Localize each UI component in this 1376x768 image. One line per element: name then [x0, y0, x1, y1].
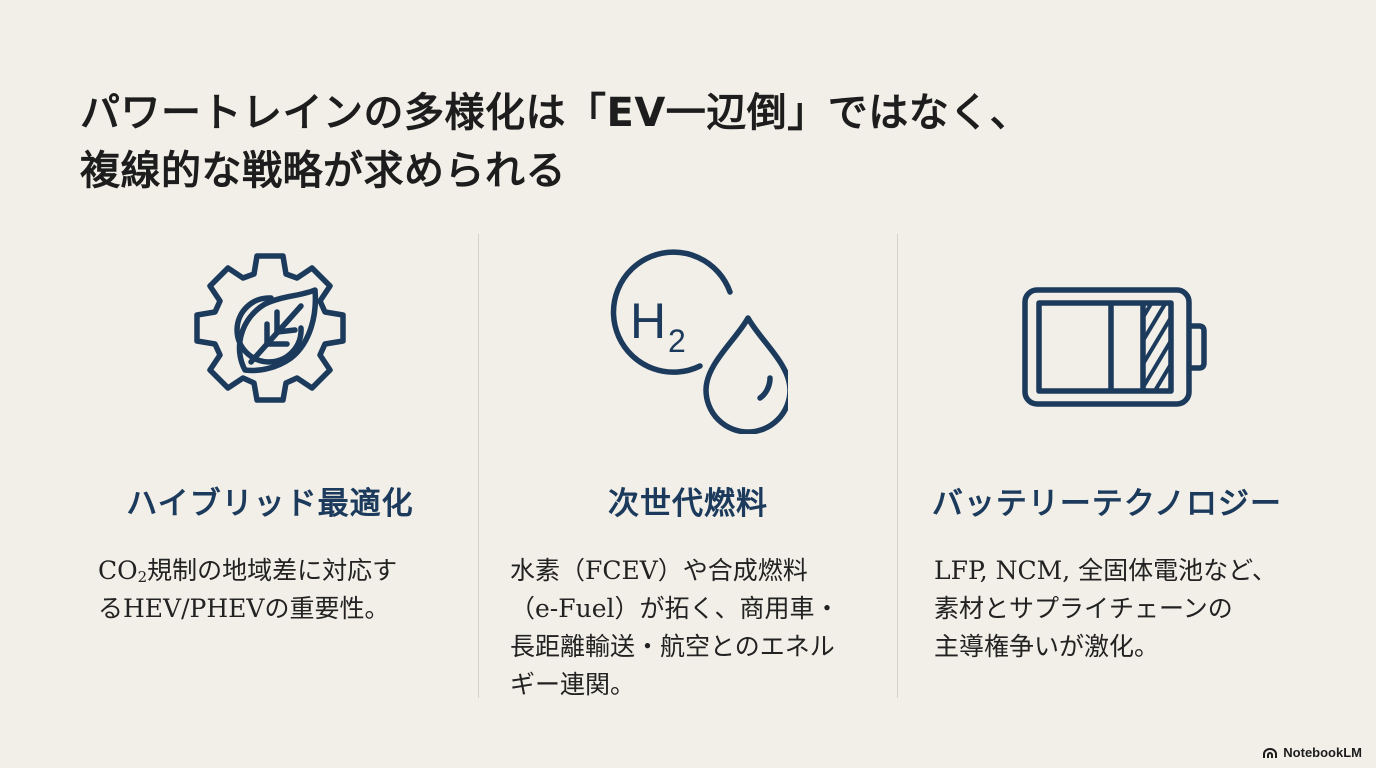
- hydrogen-droplet-icon: H 2: [610, 249, 788, 434]
- body-line: 主導権争いが激化。: [934, 632, 1160, 661]
- column-hybrid: ハイブリッド最適化 CO2規制の地域差に対応す るHEV/PHEVの重要性。: [60, 234, 480, 704]
- body-line: 素材とサプライチェーンの: [934, 594, 1233, 623]
- notebooklm-logo-icon: [1263, 747, 1278, 758]
- body-line: ギー連関。: [510, 670, 636, 699]
- body-line: 水素（FCEV）や合成燃料: [510, 556, 808, 585]
- column-heading: ハイブリッド最適化: [126, 486, 414, 522]
- body-line: るHEV/PHEVの重要性。: [98, 594, 390, 623]
- icon-area: [897, 244, 1317, 434]
- brand-watermark: NotebookLM: [1262, 745, 1362, 760]
- column-heading: バッテリーテクノロジー: [931, 486, 1283, 522]
- column-body: CO2規制の地域差に対応す るHEV/PHEVの重要性。: [98, 552, 397, 628]
- column-body: 水素（FCEV）や合成燃料 （e-Fuel）が拓く、商用車・ 長距離輸送・航空と…: [510, 552, 839, 704]
- column-heading: 次世代燃料: [608, 486, 768, 522]
- column-fuel: H 2 次世代燃料 水素（FCEV）や合成燃料 （e-Fuel）が拓く、商用車・…: [478, 234, 898, 704]
- column-battery: バッテリーテクノロジー LFP, NCM, 全固体電池など、 素材とサプライチェ…: [897, 234, 1317, 704]
- title-line-1: パワートレインの多様化は「EV一辺倒」ではなく、: [80, 90, 1031, 136]
- title-line-2: 複線的な戦略が求められる: [80, 148, 566, 194]
- battery-icon: [1022, 287, 1207, 407]
- body-line: CO2規制の地域差に対応す: [98, 552, 397, 590]
- brand-label: NotebookLM: [1283, 745, 1362, 760]
- icon-area: [60, 244, 480, 434]
- body-text-co: CO: [98, 556, 138, 585]
- body-line: 長距離輸送・航空とのエネル: [510, 632, 835, 661]
- h-label: H: [630, 293, 666, 349]
- body-text: 規制の地域差に対応す: [147, 556, 398, 585]
- body-line: （e-Fuel）が拓く、商用車・: [510, 594, 840, 623]
- icon-area: H 2: [478, 244, 898, 434]
- body-subscript: 2: [137, 568, 148, 586]
- column-divider-2: [897, 234, 898, 698]
- slide-title: パワートレインの多様化は「EV一辺倒」ではなく、 複線的な戦略が求められる: [80, 84, 1280, 200]
- column-body: LFP, NCM, 全固体電池など、 素材とサプライチェーンの 主導権争いが激化…: [934, 552, 1277, 666]
- body-line: LFP, NCM, 全固体電池など、: [934, 556, 1277, 585]
- h-subscript: 2: [668, 323, 686, 359]
- column-divider-1: [478, 234, 479, 698]
- gear-leaf-icon: [194, 253, 346, 403]
